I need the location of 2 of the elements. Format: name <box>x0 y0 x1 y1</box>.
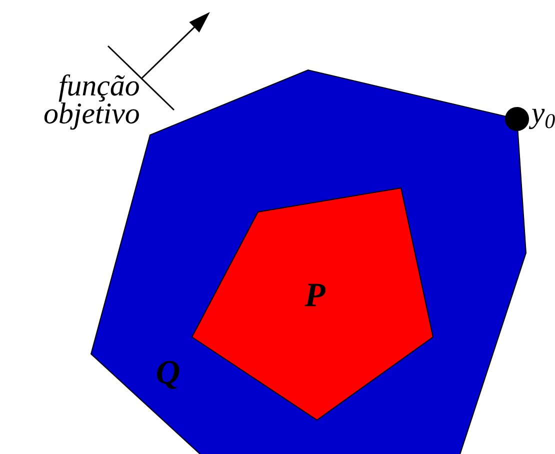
point-label: y$_{0}$ <box>528 108 555 130</box>
point-dot <box>505 106 529 131</box>
